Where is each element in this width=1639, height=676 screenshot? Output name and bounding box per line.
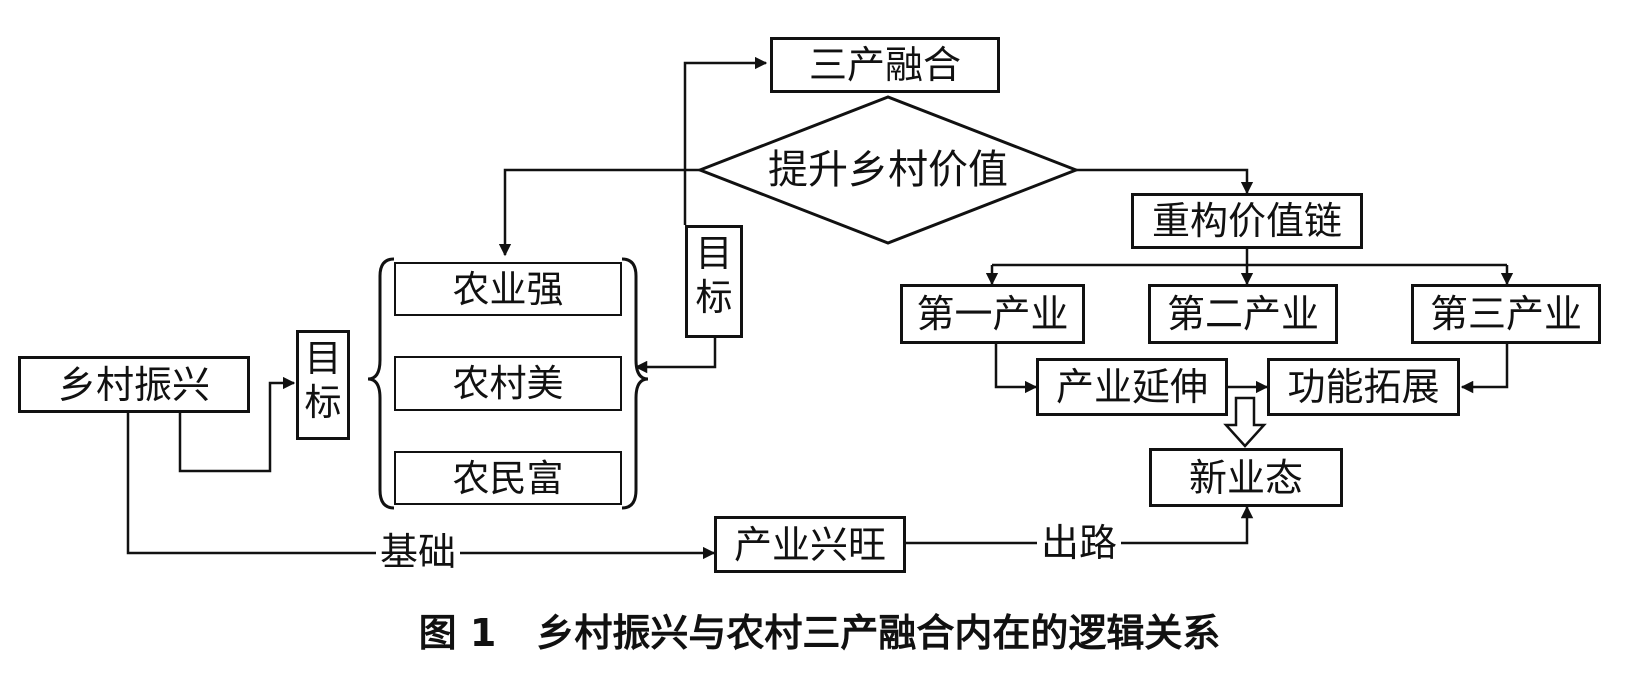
node-beautiful-countryside: 农村美 bbox=[394, 356, 622, 411]
edge-tertiary-to-expansion bbox=[1460, 344, 1509, 394]
edge-primary-to-extension bbox=[994, 344, 1038, 394]
node-rural-revitalization: 乡村振兴 bbox=[18, 356, 250, 413]
node-function-expansion: 功能拓展 bbox=[1267, 358, 1460, 416]
node-new-business-form: 新业态 bbox=[1149, 448, 1343, 507]
figure-title: 乡村振兴与农村三产融合内在的逻辑关系 bbox=[536, 611, 1221, 655]
node-tertiary-industry: 第三产业 bbox=[1411, 284, 1601, 344]
edge-revitalization-foundation bbox=[126, 413, 716, 560]
edge-label-outlet: 出路 bbox=[1037, 524, 1122, 562]
node-goal-middle: 目标 bbox=[685, 225, 743, 338]
edge-label-foundation: 基础 bbox=[376, 533, 461, 571]
edge-revitalization-to-goal bbox=[178, 376, 296, 473]
decision-diamond-label: 提升乡村价值 bbox=[768, 147, 1008, 193]
edge-value-to-goals bbox=[498, 168, 700, 257]
edge-prosperity-outlet bbox=[906, 505, 1254, 545]
node-three-industry-integration: 三产融合 bbox=[770, 37, 1000, 93]
edge-value-to-chain bbox=[1076, 168, 1254, 195]
node-reconstruct-value-chain: 重构价值链 bbox=[1131, 193, 1363, 249]
node-secondary-industry: 第二产业 bbox=[1148, 284, 1338, 344]
edge-goal-to-integration bbox=[683, 56, 768, 225]
figure-number: 图 1 bbox=[418, 611, 497, 655]
node-goal-left: 目标 bbox=[296, 330, 350, 440]
node-rich-farmers: 农民富 bbox=[394, 451, 622, 505]
right-brace bbox=[621, 257, 649, 510]
figure-caption: 图 1 乡村振兴与农村三产融合内在的逻辑关系 bbox=[0, 614, 1639, 652]
node-strong-agriculture: 农业强 bbox=[394, 262, 622, 316]
hollow-down-arrow bbox=[1223, 396, 1267, 448]
node-industry-extension: 产业延伸 bbox=[1036, 358, 1228, 416]
left-brace bbox=[367, 257, 395, 510]
edge-goal-to-rural-beauty bbox=[634, 338, 717, 374]
node-primary-industry: 第一产业 bbox=[900, 284, 1085, 344]
node-industry-prosperity: 产业兴旺 bbox=[714, 516, 906, 573]
